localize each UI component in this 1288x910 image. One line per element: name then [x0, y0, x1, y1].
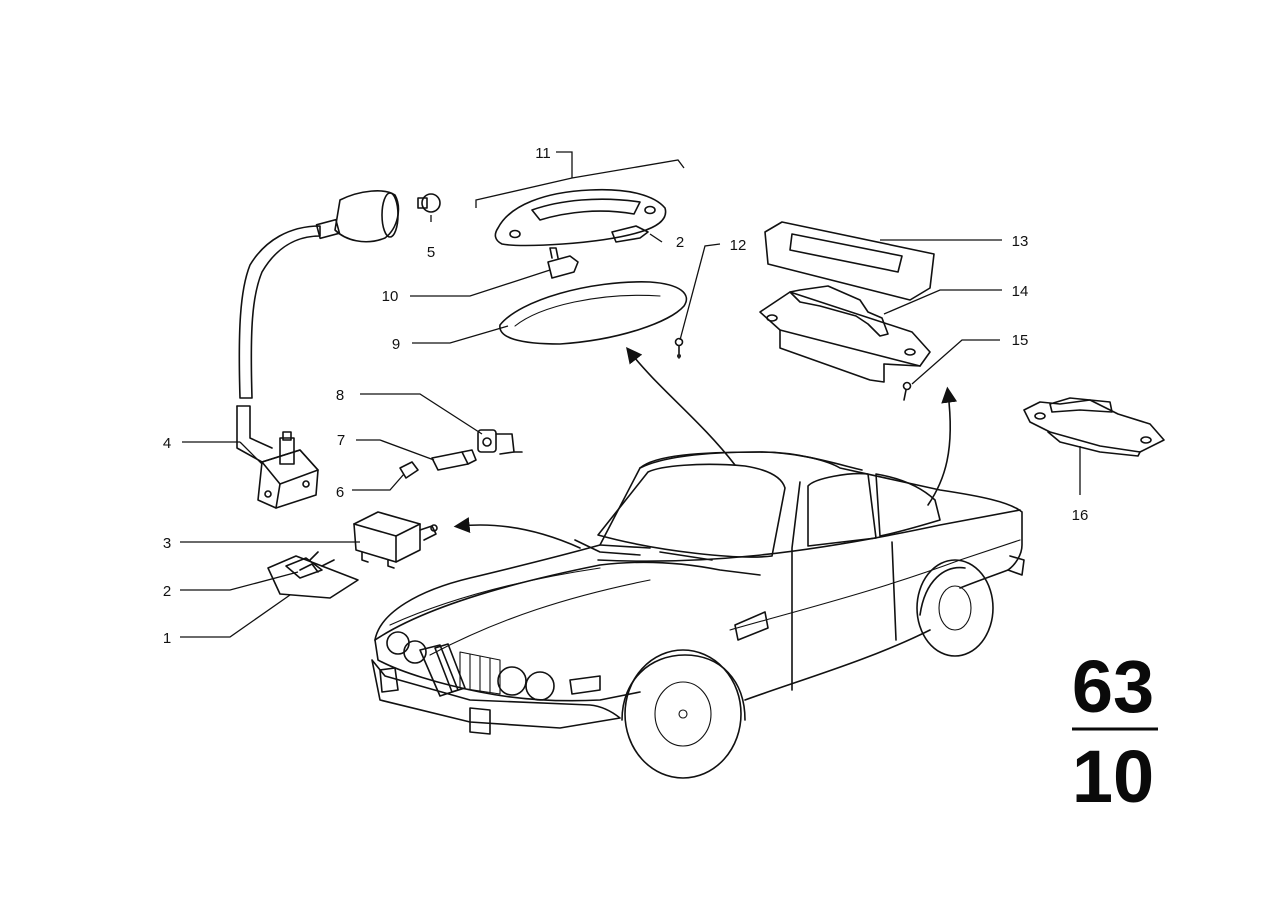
- part-8-switch: [477, 429, 523, 455]
- part-1-contact-plate: [267, 551, 359, 599]
- leader-lines: [180, 215, 1081, 638]
- part-16-licence-lamp: [1023, 397, 1165, 457]
- callout-16: 16: [1072, 507, 1089, 524]
- pointer-arrow: [626, 346, 736, 466]
- part-9-lens: [499, 281, 688, 345]
- callout-10: 10: [382, 288, 399, 305]
- callout-4: 4: [163, 435, 171, 452]
- callout-15: 15: [1012, 332, 1029, 349]
- part-2-festoon-bulb: [611, 225, 649, 243]
- part-3-relay: [353, 511, 438, 569]
- group-number: 63: [1072, 645, 1154, 728]
- callout-6: 6: [336, 484, 344, 501]
- part-10-contact: [547, 247, 579, 279]
- callout-12: 12: [730, 237, 747, 254]
- part-13-gasket: [764, 221, 935, 301]
- callout-2-upper: 2: [676, 234, 684, 251]
- callout-11: 11: [535, 145, 551, 162]
- subgroup-number: 10: [1072, 735, 1154, 818]
- pointer-arrow: [453, 517, 581, 549]
- part-15-screw: [902, 381, 912, 401]
- leader-line: [556, 151, 573, 178]
- part-7-socket: [431, 449, 477, 471]
- callout-5: 5: [427, 244, 435, 261]
- callout-8: 8: [336, 387, 344, 404]
- callout-3: 3: [163, 535, 171, 552]
- car-illustration: [371, 451, 1025, 779]
- callout-7: 7: [337, 432, 345, 449]
- callout-1: 1: [163, 630, 171, 647]
- callout-13: 13: [1012, 233, 1029, 250]
- callout-9: 9: [392, 336, 400, 353]
- pointer-arrow: [927, 386, 958, 506]
- part-12-screw: [674, 337, 684, 359]
- callout-2-lower: 2: [163, 583, 171, 600]
- callout-14: 14: [1012, 283, 1029, 300]
- part-11-light-housing: [494, 188, 667, 247]
- part-4-map-light: [236, 190, 400, 509]
- part-14-lamp-housing: [759, 285, 931, 383]
- part-5-bulb: [417, 193, 441, 213]
